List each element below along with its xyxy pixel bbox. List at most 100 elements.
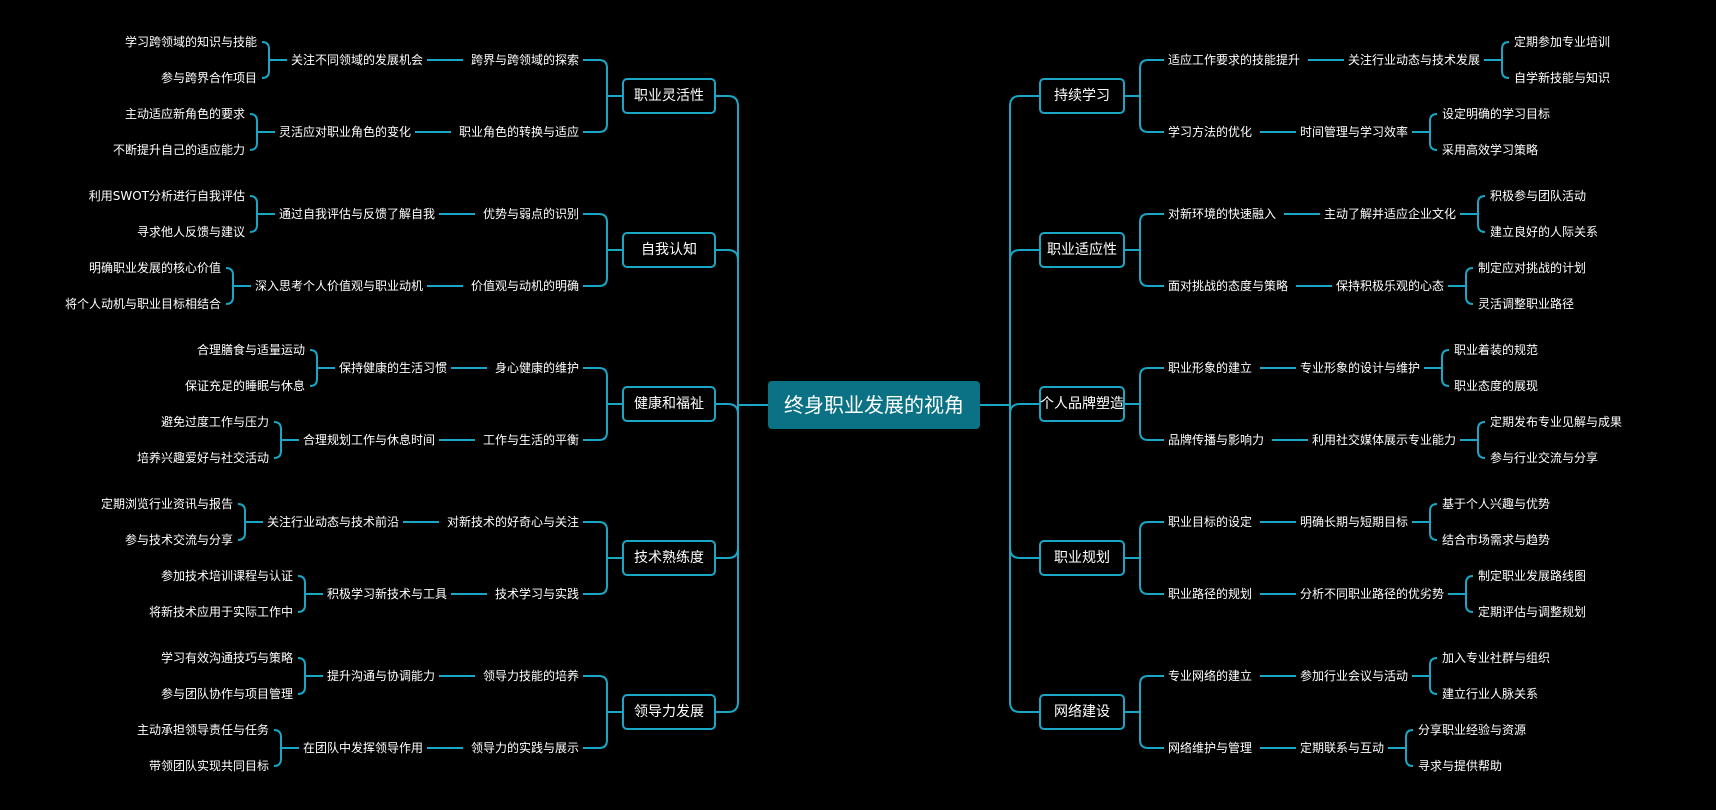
right-topic-label: 网络建设 bbox=[1054, 704, 1110, 720]
right-detail: 定期联系与互动 bbox=[1300, 740, 1384, 755]
left-subtopic: 领导力的实践与展示 bbox=[471, 740, 579, 755]
right-detail: 时间管理与学习效率 bbox=[1300, 124, 1408, 139]
left-topic-label: 健康和福祉 bbox=[634, 395, 704, 412]
right-detail: 关注行业动态与技术发展 bbox=[1348, 52, 1480, 67]
right-topic-box bbox=[1039, 232, 1125, 268]
right-detail: 专业形象的设计与维护 bbox=[1300, 360, 1420, 375]
right-leaf: 分享职业经验与资源 bbox=[1418, 722, 1526, 737]
left-topic-connector bbox=[598, 521, 623, 595]
right-bus bbox=[1009, 95, 1040, 713]
left-topic-box bbox=[622, 232, 716, 268]
left-leaf: 明确职业发展的核心价值 bbox=[89, 260, 221, 275]
right-leaf: 采用高效学习策略 bbox=[1442, 142, 1538, 157]
left-subtopic: 对新技术的好奇心与关注 bbox=[447, 514, 579, 529]
left-topic-connector bbox=[598, 675, 623, 749]
left-detail: 灵活应对职业角色的变化 bbox=[279, 124, 411, 139]
right-leaf: 设定明确的学习目标 bbox=[1442, 106, 1550, 121]
right-leaf: 制定职业发展路线图 bbox=[1478, 568, 1586, 583]
left-topic-connector bbox=[598, 59, 623, 133]
right-topic-box bbox=[1039, 386, 1125, 422]
left-leaf-connector bbox=[297, 657, 323, 695]
right-topic-box bbox=[1039, 694, 1125, 730]
right-leaf-connector bbox=[1388, 729, 1414, 767]
right-leaf-connector bbox=[1412, 113, 1438, 151]
right-subtopic: 品牌传播与影响力 bbox=[1168, 432, 1264, 447]
left-leaf: 参与技术交流与分享 bbox=[125, 532, 233, 547]
right-topic-connector bbox=[1124, 521, 1149, 595]
right-leaf-connector bbox=[1460, 195, 1486, 233]
right-leaf: 基于个人兴趣与优势 bbox=[1442, 496, 1550, 511]
left-subtopic: 价值观与动机的明确 bbox=[471, 278, 579, 293]
left-topic-box bbox=[622, 386, 716, 422]
left-topic-label: 职业灵活性 bbox=[634, 88, 704, 104]
right-detail: 利用社交媒体展示专业能力 bbox=[1312, 432, 1456, 447]
left-leaf: 培养兴趣爱好与社交活动 bbox=[137, 450, 269, 465]
left-leaf: 定期浏览行业资讯与报告 bbox=[101, 496, 233, 511]
right-topic-label: 持续学习 bbox=[1054, 87, 1110, 104]
left-leaf: 将新技术应用于实际工作中 bbox=[149, 604, 293, 619]
left-bus bbox=[715, 95, 739, 713]
left-leaf-connector bbox=[237, 503, 263, 541]
left-subtopic: 领导力技能的培养 bbox=[483, 668, 579, 683]
right-detail: 保持积极乐观的心态 bbox=[1336, 278, 1444, 293]
right-detail: 主动了解并适应企业文化 bbox=[1324, 206, 1456, 221]
left-leaf: 不断提升自己的适应能力 bbox=[113, 142, 245, 157]
right-leaf: 积极参与团队活动 bbox=[1490, 188, 1586, 203]
left-leaf: 将个人动机与职业目标相结合 bbox=[65, 296, 221, 311]
left-topic-connector bbox=[598, 213, 623, 287]
left-subtopic: 身心健康的维护 bbox=[495, 360, 579, 375]
left-leaf-connector bbox=[273, 729, 299, 767]
left-leaf-connector bbox=[225, 267, 251, 305]
left-detail: 关注行业动态与技术前沿 bbox=[267, 514, 399, 529]
left-leaf: 带领团队实现共同目标 bbox=[149, 758, 269, 773]
left-detail: 提升沟通与协调能力 bbox=[327, 668, 435, 683]
right-topic-label: 职业适应性 bbox=[1047, 241, 1117, 258]
left-subtopic: 职业角色的转换与适应 bbox=[459, 124, 579, 139]
right-leaf: 定期评估与调整规划 bbox=[1478, 604, 1586, 619]
left-topic-label: 领导力发展 bbox=[634, 704, 704, 720]
left-leaf: 保证充足的睡眠与休息 bbox=[185, 378, 305, 393]
right-leaf-connector bbox=[1424, 349, 1450, 387]
right-subtopic: 面对挑战的态度与策略 bbox=[1168, 278, 1288, 293]
left-detail: 合理规划工作与休息时间 bbox=[303, 432, 435, 447]
right-leaf-connector bbox=[1484, 41, 1510, 79]
right-topic-connector bbox=[1124, 59, 1149, 133]
right-leaf: 结合市场需求与趋势 bbox=[1442, 532, 1550, 547]
right-subtopic: 适应工作要求的技能提升 bbox=[1168, 52, 1300, 67]
left-topic-box bbox=[622, 78, 716, 114]
left-leaf: 学习跨领域的知识与技能 bbox=[125, 34, 257, 49]
right-topic-connector bbox=[1124, 367, 1149, 441]
right-leaf: 建立良好的人际关系 bbox=[1490, 224, 1598, 239]
right-topic-connector bbox=[1124, 675, 1149, 749]
left-leaf: 参与跨界合作项目 bbox=[161, 70, 257, 85]
center-topic-box bbox=[768, 381, 980, 429]
right-topic-label: 职业规划 bbox=[1054, 550, 1110, 566]
left-detail: 深入思考个人价值观与职业动机 bbox=[255, 278, 423, 293]
left-detail: 关注不同领域的发展机会 bbox=[291, 52, 423, 67]
right-detail: 明确长期与短期目标 bbox=[1300, 515, 1408, 529]
center-topic: 终身职业发展的视角 bbox=[784, 393, 964, 417]
right-subtopic: 职业目标的设定 bbox=[1168, 514, 1252, 529]
right-leaf: 参与行业交流与分享 bbox=[1490, 450, 1598, 465]
right-subtopic: 专业网络的建立 bbox=[1168, 668, 1252, 683]
right-detail: 分析不同职业路径的优劣势 bbox=[1300, 586, 1444, 601]
left-leaf-connector bbox=[249, 195, 275, 233]
left-leaf: 参加技术培训课程与认证 bbox=[161, 568, 293, 583]
left-leaf: 利用SWOT分析进行自我评估 bbox=[89, 189, 245, 203]
left-leaf: 主动承担领导责任与任务 bbox=[137, 722, 269, 737]
right-leaf: 职业着装的规范 bbox=[1454, 342, 1538, 357]
left-leaf: 寻求他人反馈与建议 bbox=[137, 225, 245, 239]
right-leaf-connector bbox=[1448, 575, 1474, 613]
right-subtopic: 职业路径的规划 bbox=[1168, 586, 1252, 601]
right-leaf-connector bbox=[1448, 267, 1474, 305]
right-leaf-connector bbox=[1412, 503, 1438, 541]
left-detail: 在团队中发挥领导作用 bbox=[303, 740, 423, 755]
left-detail: 积极学习新技术与工具 bbox=[327, 586, 447, 601]
right-leaf: 定期参加专业培训 bbox=[1514, 34, 1610, 49]
right-leaf: 灵活调整职业路径 bbox=[1478, 296, 1574, 311]
right-leaf-connector bbox=[1412, 657, 1438, 695]
left-topic-connector bbox=[598, 367, 623, 441]
right-leaf: 定期发布专业见解与成果 bbox=[1490, 414, 1622, 429]
left-topic-label: 自我认知 bbox=[641, 241, 697, 258]
